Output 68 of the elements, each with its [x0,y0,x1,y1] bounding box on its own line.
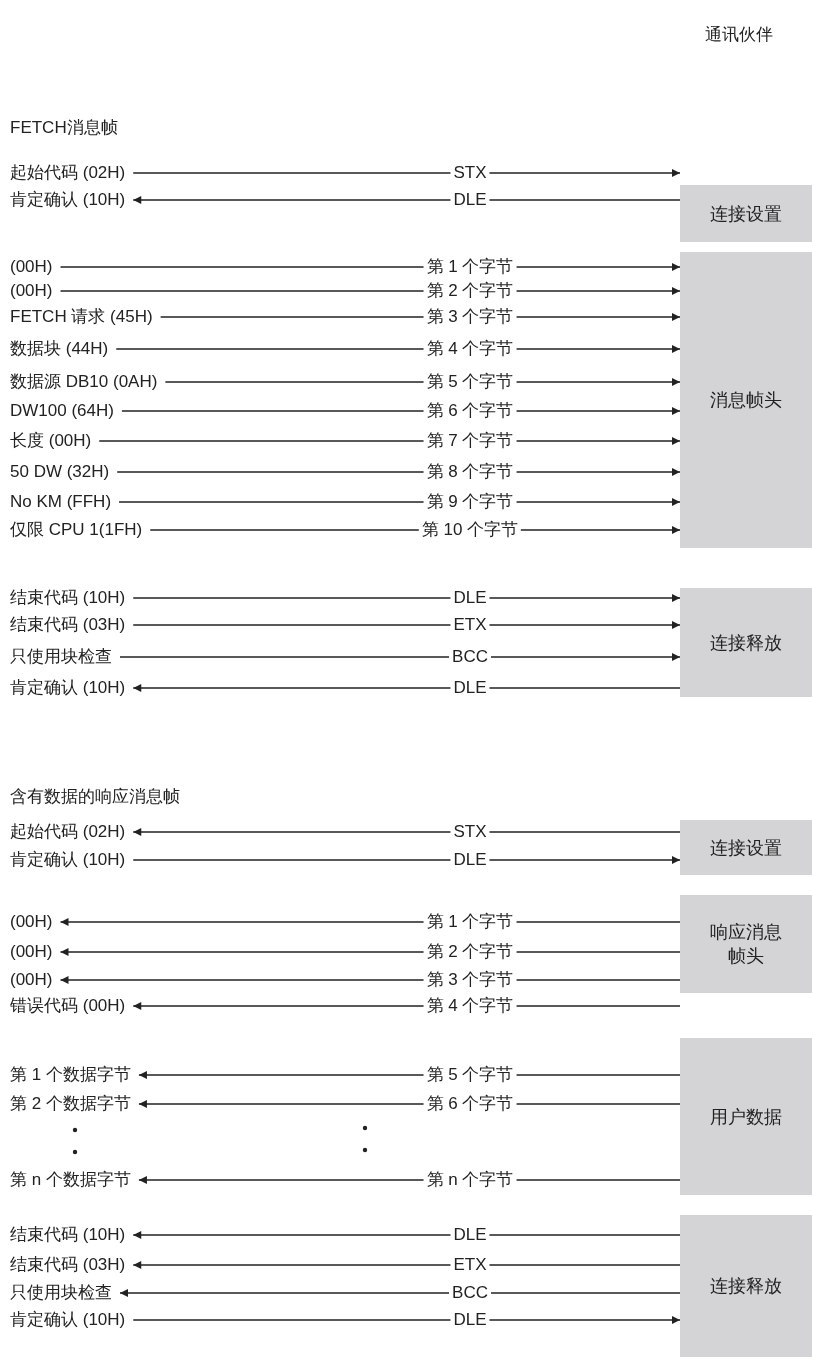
field-label: FETCH 请求 (45H) [10,307,153,327]
field-label: (00H) [10,942,53,962]
field-label: 起始代码 (02H) [10,163,126,183]
edge-label: 第 5 个字节 [423,1065,517,1085]
edge-label: 第 7 个字节 [423,431,517,451]
section-heading: FETCH消息帧 [10,118,118,138]
field-label: 只使用块检查 [10,1283,112,1303]
field-label: 数据源 DB10 (0AH) [10,372,158,392]
edge-label: 第 9 个字节 [423,492,517,512]
field-label: 肯定确认 (10H) [10,850,126,870]
arrow [132,856,681,864]
field-label: 肯定确认 (10H) [10,190,126,210]
edge-label: 第 5 个字节 [423,372,517,392]
field-label: 长度 (00H) [10,431,92,451]
field-label: 结束代码 (10H) [10,1225,126,1245]
field-label: (00H) [10,970,53,990]
field-label: 肯定确认 (10H) [10,1310,126,1330]
field-label: (00H) [10,281,53,301]
field-label: 第 2 个数据字节 [10,1094,131,1114]
edge-label: 第 8 个字节 [423,462,517,482]
edge-label: 第 6 个字节 [423,401,517,421]
phase-box: 响应消息帧头 [680,895,812,993]
field-label: No KM (FFH) [10,492,112,512]
phase-box: 连接设置 [680,820,812,875]
field-label: 错误代码 (00H) [10,996,126,1016]
field-label: 结束代码 (10H) [10,588,126,608]
arrow [132,684,681,692]
edge-label: 第 10 个字节 [418,520,522,540]
field-label: 结束代码 (03H) [10,1255,126,1275]
phase-box: 连接释放 [680,1215,812,1357]
field-label: DW100 (64H) [10,401,114,421]
field-label: 第 n 个数据字节 [10,1170,131,1190]
edge-label: 第 2 个字节 [423,942,517,962]
arrow [119,653,681,661]
arrow [132,1261,681,1269]
arrow [119,1289,681,1297]
field-label: 只使用块检查 [10,647,112,667]
arrow [132,1231,681,1239]
edge-label: 第 4 个字节 [423,339,517,359]
phase-box: 用户数据 [680,1038,812,1195]
field-label: 起始代码 (02H) [10,822,126,842]
field-label: 第 1 个数据字节 [10,1065,131,1085]
phase-box: 连接释放 [680,588,812,697]
field-label: 数据块 (44H) [10,339,109,359]
edge-label: 第 3 个字节 [423,970,517,990]
arrow [132,828,681,836]
field-label: (00H) [10,257,53,277]
edge-label: 第 1 个字节 [423,912,517,932]
arrow [132,621,681,629]
phase-box: 消息帧头 [680,252,812,548]
arrow [132,196,681,204]
edge-label: 第 1 个字节 [423,257,517,277]
section-heading: 含有数据的响应消息帧 [10,787,180,807]
edge-label: 第 6 个字节 [423,1094,517,1114]
arrow [132,594,681,602]
phase-box: 连接设置 [680,185,812,242]
edge-label: 第 2 个字节 [423,281,517,301]
field-label: 肯定确认 (10H) [10,678,126,698]
field-label: (00H) [10,912,53,932]
edge-label: 第 3 个字节 [423,307,517,327]
edge-label: 第 n 个字节 [423,1170,517,1190]
field-label: 仅限 CPU 1(1FH) [10,520,143,540]
arrow [132,169,681,177]
edge-label: 第 4 个字节 [423,996,517,1016]
column-heading: 通讯伙伴 [705,25,773,45]
arrow [132,1316,681,1324]
field-label: 50 DW (32H) [10,462,110,482]
field-label: 结束代码 (03H) [10,615,126,635]
